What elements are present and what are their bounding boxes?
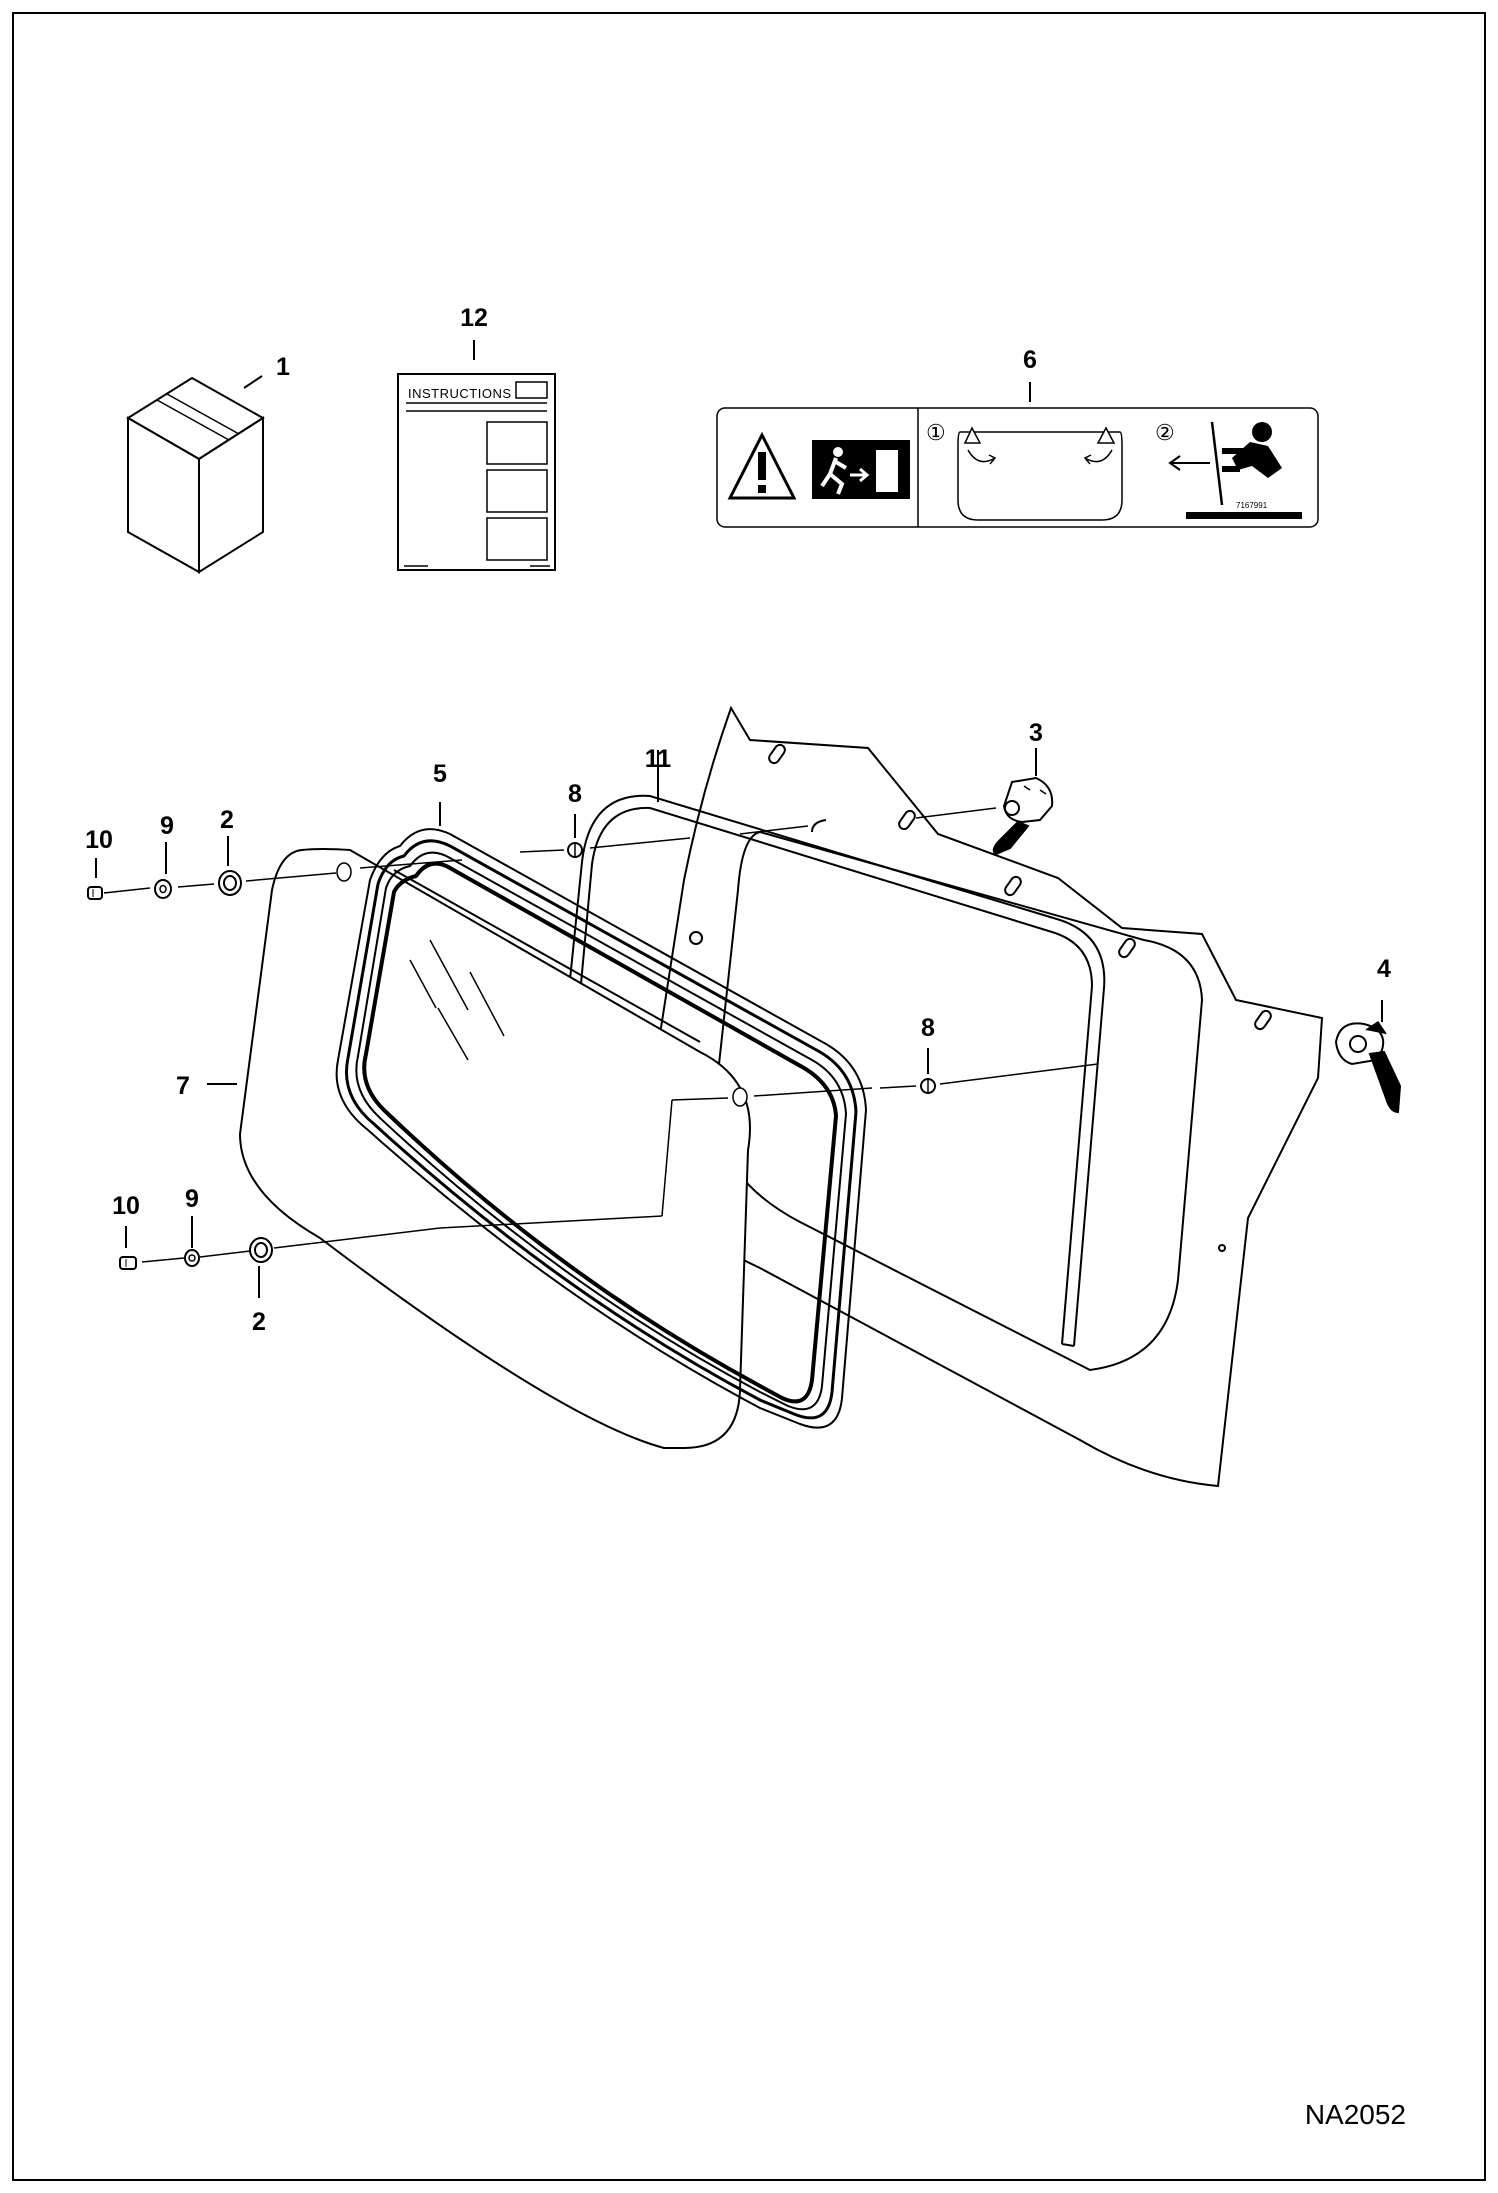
window-pane-symbol [957,431,1123,521]
decal-part-number: 7167991 [1236,501,1268,510]
person-pushing-icon [1222,422,1282,478]
panel-slots [768,743,1272,1031]
callout-grommet-lower: 2 [252,1308,266,1336]
callout-latch-upper: 3 [1029,719,1043,747]
decal-step-one: ① [926,420,946,445]
decal-step-two: ② [1155,420,1175,445]
latch-upper [915,776,1054,856]
instructions-heading: INSTRUCTIONS [408,386,512,401]
warning-triangle-icon [727,431,797,500]
lower-fastener-stack [119,1063,1099,1270]
screw-upper [87,886,103,900]
callout-window: 7 [176,1072,190,1100]
callout-screw-upper: 10 [85,826,113,854]
callout-grommet-upper: 2 [220,806,234,834]
nut-upper [567,842,583,858]
callout-nut-lower: 8 [921,1014,935,1042]
callout-instructions: 12 [460,304,488,332]
rotate-arrow-icon [1083,449,1113,465]
latch-lower [1334,1020,1402,1114]
callout-gasket: 5 [433,760,447,788]
callout-nut-upper: 8 [568,780,582,808]
callout-trim: 11 [645,745,672,773]
upper-fastener-stack [87,825,809,900]
drawing-reference-code: NA2052 [1304,2099,1406,2130]
callout-washer-upper: 9 [160,812,174,840]
callout-screw-lower: 10 [112,1192,140,1220]
push-arrow-icon [1168,455,1210,471]
kit-box [126,376,265,574]
exit-decal: ① ② 7167991 [716,407,1319,528]
screw-lower [119,1256,137,1270]
rotate-arrow-icon [967,449,997,465]
window-gasket [335,828,868,1429]
instructions-sheet: INSTRUCTIONS [397,373,556,571]
callout-box: 1 [276,353,290,381]
callout-washer-lower: 9 [185,1185,199,1213]
leader-box [243,375,263,389]
callout-latch-lower: 4 [1377,955,1391,983]
exit-sign-icon [812,440,910,499]
barcode [1186,512,1302,519]
nut-lower [920,1078,936,1094]
callout-decal: 6 [1023,346,1037,374]
